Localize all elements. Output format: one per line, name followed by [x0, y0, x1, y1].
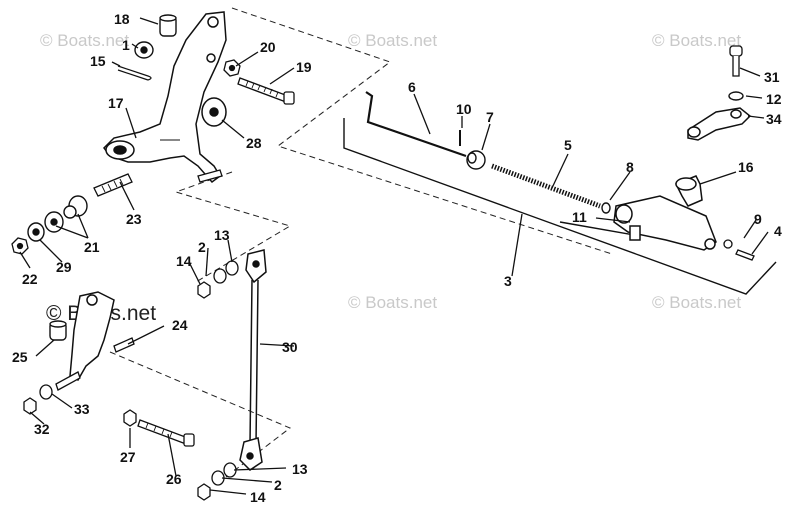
callout-6: 6 [408, 79, 416, 95]
washer-29 [27, 222, 45, 242]
callout-16: 16 [738, 159, 754, 175]
washer-33 [39, 384, 53, 400]
spring-5 [491, 163, 601, 209]
callout-15: 15 [90, 53, 106, 69]
callout-2-bottom: 2 [274, 477, 282, 493]
bolt-19 [237, 77, 295, 105]
callout-14-bottom: 14 [250, 489, 266, 505]
callout-4: 4 [774, 223, 782, 239]
screw-31 [729, 45, 743, 77]
washer-12 [728, 91, 744, 101]
callout-11: 11 [572, 209, 587, 225]
washer-1 [134, 41, 154, 59]
bushing-18 [159, 14, 177, 37]
cotter-pin-15 [117, 65, 152, 81]
rod-6 [365, 91, 467, 158]
callout-13-top: 13 [214, 227, 230, 243]
callout-17: 17 [108, 95, 124, 111]
callout-13-bottom: 13 [292, 461, 308, 477]
nut-32 [23, 397, 37, 415]
washer-8 [601, 202, 611, 214]
spacer-28 [201, 97, 227, 127]
pivot-21a [63, 195, 88, 219]
watermark-bottom-right: © Boats.net [652, 293, 741, 312]
callout-29: 29 [56, 259, 72, 275]
nut-22 [11, 237, 29, 255]
lever-34 [687, 107, 752, 141]
bracket-stud [197, 169, 223, 183]
leader-lines [19, 17, 769, 495]
bolt-26 [137, 419, 195, 447]
bushing-25 [49, 320, 67, 341]
callout-23: 23 [126, 211, 142, 227]
callout-7: 7 [486, 109, 494, 125]
nut-27 [123, 409, 137, 427]
link-rod-30 [239, 249, 267, 471]
nut-7 [466, 150, 486, 170]
callout-2-top: 2 [198, 239, 206, 255]
callout-18: 18 [114, 11, 130, 27]
callout-28: 28 [246, 135, 262, 151]
callout-labels: 18 1 15 17 20 19 28 23 21 22 29 13 2 14 … [12, 11, 782, 505]
callout-27: 27 [120, 449, 136, 465]
throttle-bracket [103, 11, 227, 184]
lower-bracket [69, 291, 115, 381]
callout-19: 19 [296, 59, 312, 75]
callout-24: 24 [172, 317, 188, 333]
watermark-top-center: © Boats.net [348, 31, 437, 50]
callout-10: 10 [456, 101, 472, 117]
callout-32: 32 [34, 421, 50, 437]
callout-31: 31 [764, 69, 780, 85]
callout-3: 3 [504, 273, 512, 289]
shaft-assembly-bracket [343, 118, 777, 295]
washer-9 [723, 239, 733, 249]
hardware-top-13-2-14 [197, 260, 239, 299]
callout-25: 25 [12, 349, 28, 365]
knob-16 [674, 175, 703, 207]
watermark-top-left: © Boats.net [40, 31, 129, 50]
callout-22: 22 [22, 271, 38, 287]
watermark-bottom-center: © Boats.net [348, 293, 437, 312]
callout-20: 20 [260, 39, 276, 55]
hardware-bottom-13-2-14 [197, 462, 237, 501]
stud-lower [55, 371, 81, 391]
stud-23 [93, 173, 133, 197]
callout-12: 12 [766, 91, 782, 107]
callout-30: 30 [282, 339, 298, 355]
pivot-21b [44, 211, 64, 233]
nut-20 [223, 59, 241, 77]
bolt-24 [113, 337, 135, 353]
callout-9: 9 [754, 211, 762, 227]
housing-11 [613, 195, 717, 251]
callout-5: 5 [564, 137, 572, 153]
callout-1: 1 [122, 37, 130, 53]
callout-26: 26 [166, 471, 182, 487]
shaft-3 [559, 221, 641, 237]
callout-8: 8 [626, 159, 634, 175]
callout-33: 33 [74, 401, 90, 417]
callout-34: 34 [766, 111, 782, 127]
watermark-top-right: © Boats.net [652, 31, 741, 50]
screw-4 [735, 249, 755, 261]
callout-14-top: 14 [176, 253, 192, 269]
callout-21: 21 [84, 239, 100, 255]
